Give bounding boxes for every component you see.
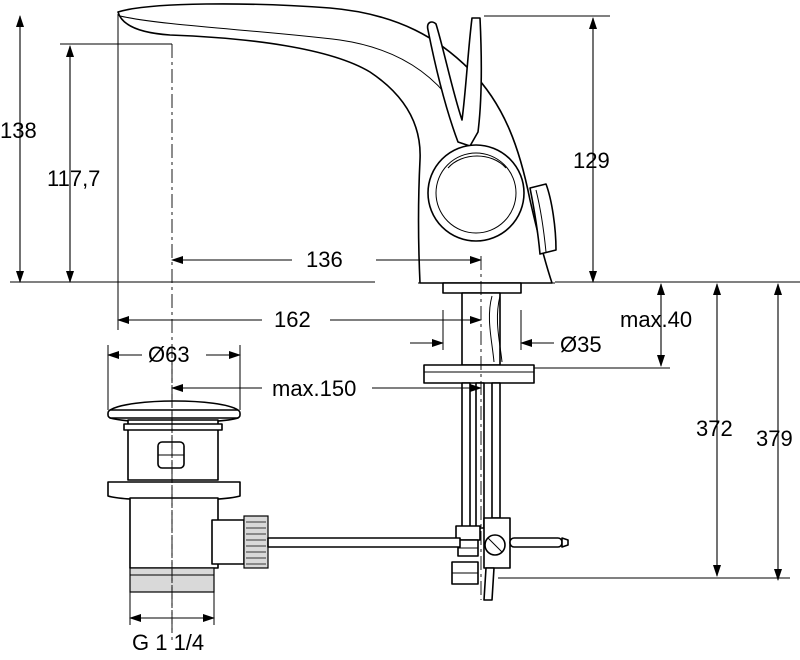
drain-side-hex xyxy=(243,515,269,569)
cartridge-circle-inner xyxy=(435,152,517,234)
supply-hose-curve xyxy=(488,295,495,363)
cartridge-arc xyxy=(447,155,507,169)
supply-hose-curve-2 xyxy=(496,295,503,363)
rod-tip xyxy=(561,537,569,548)
dim-lever-height-label: 129 xyxy=(573,148,610,173)
drain-linkage-rod xyxy=(267,537,461,548)
dimension-lines xyxy=(16,15,782,622)
valve-knob-slot xyxy=(487,537,503,553)
faucet-body xyxy=(117,3,557,284)
dim-drain-offset-label: 162 xyxy=(274,307,311,332)
dim-hole-diameter-label: Ø35 xyxy=(560,332,602,357)
dim-spout-reach-label: 136 xyxy=(306,247,343,272)
dim-spout-height-label: 117,7 xyxy=(47,166,100,191)
dim-total-length-label: 379 xyxy=(756,426,793,451)
drain-body-ring xyxy=(123,423,223,431)
rear-knob xyxy=(529,183,557,255)
drain-side-hex-hatch xyxy=(246,521,266,565)
deck-flange xyxy=(442,282,522,294)
pop-up-rod xyxy=(509,537,563,548)
dim-drain-reach-label: max.150 xyxy=(272,376,356,401)
pop-up-drain xyxy=(107,400,461,593)
hose-middle xyxy=(475,382,485,529)
threaded-shank xyxy=(461,292,501,366)
hose-left xyxy=(461,382,471,529)
dim-overall-height-label: 138 xyxy=(0,118,37,143)
dim-drain-diameter-label: Ø63 xyxy=(148,342,190,367)
dimension-labels: 138 117,7 129 136 162 max.40 Ø35 Ø63 max… xyxy=(0,118,793,655)
drain-body-lower xyxy=(129,497,219,569)
mounting-assembly xyxy=(423,282,569,601)
rear-knob-line xyxy=(535,189,547,253)
dim-supply-length-label: 372 xyxy=(696,416,733,441)
faucet-spout xyxy=(117,3,553,284)
hose-right xyxy=(491,382,501,519)
dim-deck-thickness-label: max.40 xyxy=(620,307,692,332)
faucet-lever xyxy=(426,17,483,147)
center-lines xyxy=(171,44,482,640)
drain-cap-rim xyxy=(107,409,241,419)
dim-drain-thread-label: G 1 1/4 xyxy=(132,630,204,655)
valve-stem xyxy=(483,567,495,601)
spout-inner-line xyxy=(119,15,453,103)
drain-side-nut xyxy=(211,519,245,565)
mounting-plate xyxy=(423,364,535,384)
cartridge-circle-outer xyxy=(427,144,525,242)
